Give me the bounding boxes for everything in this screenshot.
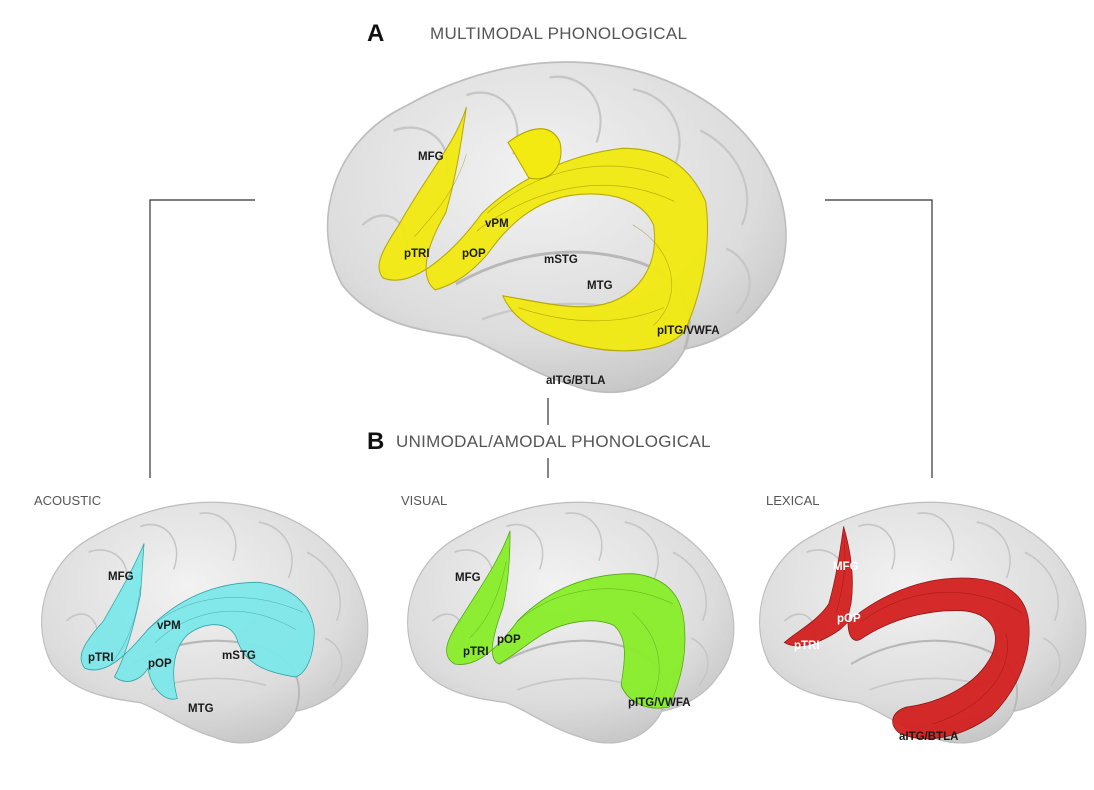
label-lexical-mfg: MFG bbox=[833, 561, 859, 573]
label-a-mstg: mSTG bbox=[544, 254, 578, 266]
label-a-pop: pOP bbox=[462, 248, 486, 260]
label-acoustic-pop: pOP bbox=[148, 658, 172, 670]
tract-multimodal bbox=[378, 106, 708, 352]
label-visual-ptri: pTRI bbox=[463, 646, 489, 658]
brain-visual bbox=[406, 501, 735, 744]
brain-multimodal bbox=[326, 60, 788, 394]
label-a-mfg: MFG bbox=[418, 151, 444, 163]
label-visual-mfg: MFG bbox=[455, 572, 481, 584]
panel-a-labels: MFG vPM pTRI pOP mSTG MTG pITG/VWFA aITG… bbox=[404, 151, 720, 387]
label-acoustic-mstg: mSTG bbox=[222, 650, 256, 662]
label-lexical-aitg: aITG/BTLA bbox=[899, 731, 958, 743]
visual-title: VISUAL bbox=[401, 493, 447, 508]
label-a-vpm: vPM bbox=[485, 218, 509, 230]
brain-lexical bbox=[758, 501, 1087, 744]
brain-acoustic bbox=[40, 501, 369, 744]
label-lexical-ptri: pTRI bbox=[794, 640, 820, 652]
label-acoustic-vpm: vPM bbox=[157, 620, 181, 632]
connector-lines bbox=[149, 199, 933, 478]
label-a-ptri: pTRI bbox=[404, 248, 430, 260]
label-a-pitg: pITG/VWFA bbox=[657, 325, 720, 337]
label-visual-pop: pOP bbox=[497, 634, 521, 646]
connector-right bbox=[825, 199, 933, 478]
connector-left bbox=[149, 199, 255, 478]
label-acoustic-mfg: MFG bbox=[108, 571, 134, 583]
acoustic-labels: MFG vPM pTRI pOP mSTG MTG bbox=[88, 571, 256, 715]
panel-b-title: UNIMODAL/AMODAL PHONOLOGICAL bbox=[396, 432, 711, 451]
label-a-aitg: aITG/BTLA bbox=[546, 375, 605, 387]
lexical-labels: MFG pOP pTRI aITG/BTLA bbox=[794, 561, 958, 743]
tract-lexical bbox=[783, 526, 1030, 740]
lexical-title: LEXICAL bbox=[766, 493, 819, 508]
panel-a-letter: A bbox=[367, 20, 384, 47]
acoustic-title: ACOUSTIC bbox=[34, 493, 101, 508]
tract-visual bbox=[446, 530, 686, 709]
label-acoustic-ptri: pTRI bbox=[88, 652, 114, 664]
label-acoustic-mtg: MTG bbox=[188, 703, 214, 715]
label-lexical-pop: pOP bbox=[837, 613, 861, 625]
label-visual-pitg: pITG/VWFA bbox=[628, 697, 691, 709]
tract-acoustic bbox=[80, 543, 315, 700]
panel-b-letter: B bbox=[367, 428, 384, 455]
panel-a-title: MULTIMODAL PHONOLOGICAL bbox=[430, 24, 687, 43]
visual-labels: MFG pOP pTRI pITG/VWFA bbox=[455, 572, 691, 709]
label-a-mtg: MTG bbox=[587, 280, 613, 292]
